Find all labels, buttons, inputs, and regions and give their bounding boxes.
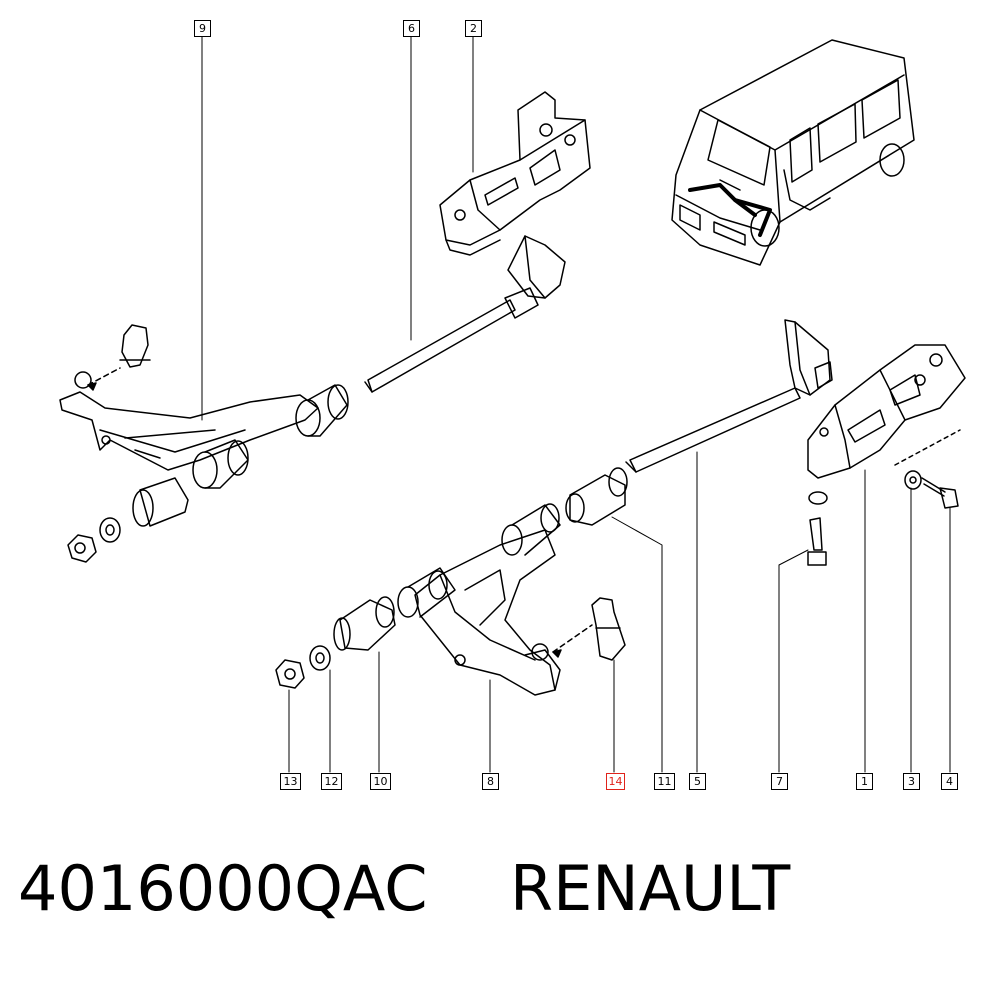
brand-caption: RENAULT <box>510 852 791 925</box>
van-illustration <box>671 39 915 266</box>
callout-14-highlighted: 14 <box>606 773 625 790</box>
part-7-bolt <box>807 491 828 566</box>
part-8-lower-arm <box>397 503 561 696</box>
callout-8: 8 <box>482 773 499 790</box>
part-11-bush <box>565 467 628 526</box>
callout-5: 5 <box>689 773 706 790</box>
part-6-tie-rod <box>364 235 566 393</box>
part-10-bush <box>333 596 396 651</box>
callout-7: 7 <box>771 773 788 790</box>
part-3-washer <box>904 470 922 490</box>
part-5-tie-rod <box>625 319 833 473</box>
callout-3: 3 <box>903 773 920 790</box>
callout-6: 6 <box>403 20 420 37</box>
part-4-bolt <box>921 477 959 509</box>
callout-4: 4 <box>941 773 958 790</box>
part-9-wishbone <box>59 324 349 563</box>
callout-11: 11 <box>654 773 675 790</box>
part-1-bracket <box>807 344 966 479</box>
part-2-bracket <box>439 91 591 256</box>
part-12-washer <box>309 645 331 671</box>
callout-12: 12 <box>321 773 342 790</box>
callout-1: 1 <box>856 773 873 790</box>
part-14-ball-joint <box>552 597 626 661</box>
part-13-nut <box>275 659 305 689</box>
leader-lines <box>201 35 951 773</box>
callout-13: 13 <box>280 773 301 790</box>
callout-10: 10 <box>370 773 391 790</box>
callout-2: 2 <box>465 20 482 37</box>
callout-9: 9 <box>194 20 211 37</box>
part-number-caption: 4016000QAC <box>18 852 428 925</box>
